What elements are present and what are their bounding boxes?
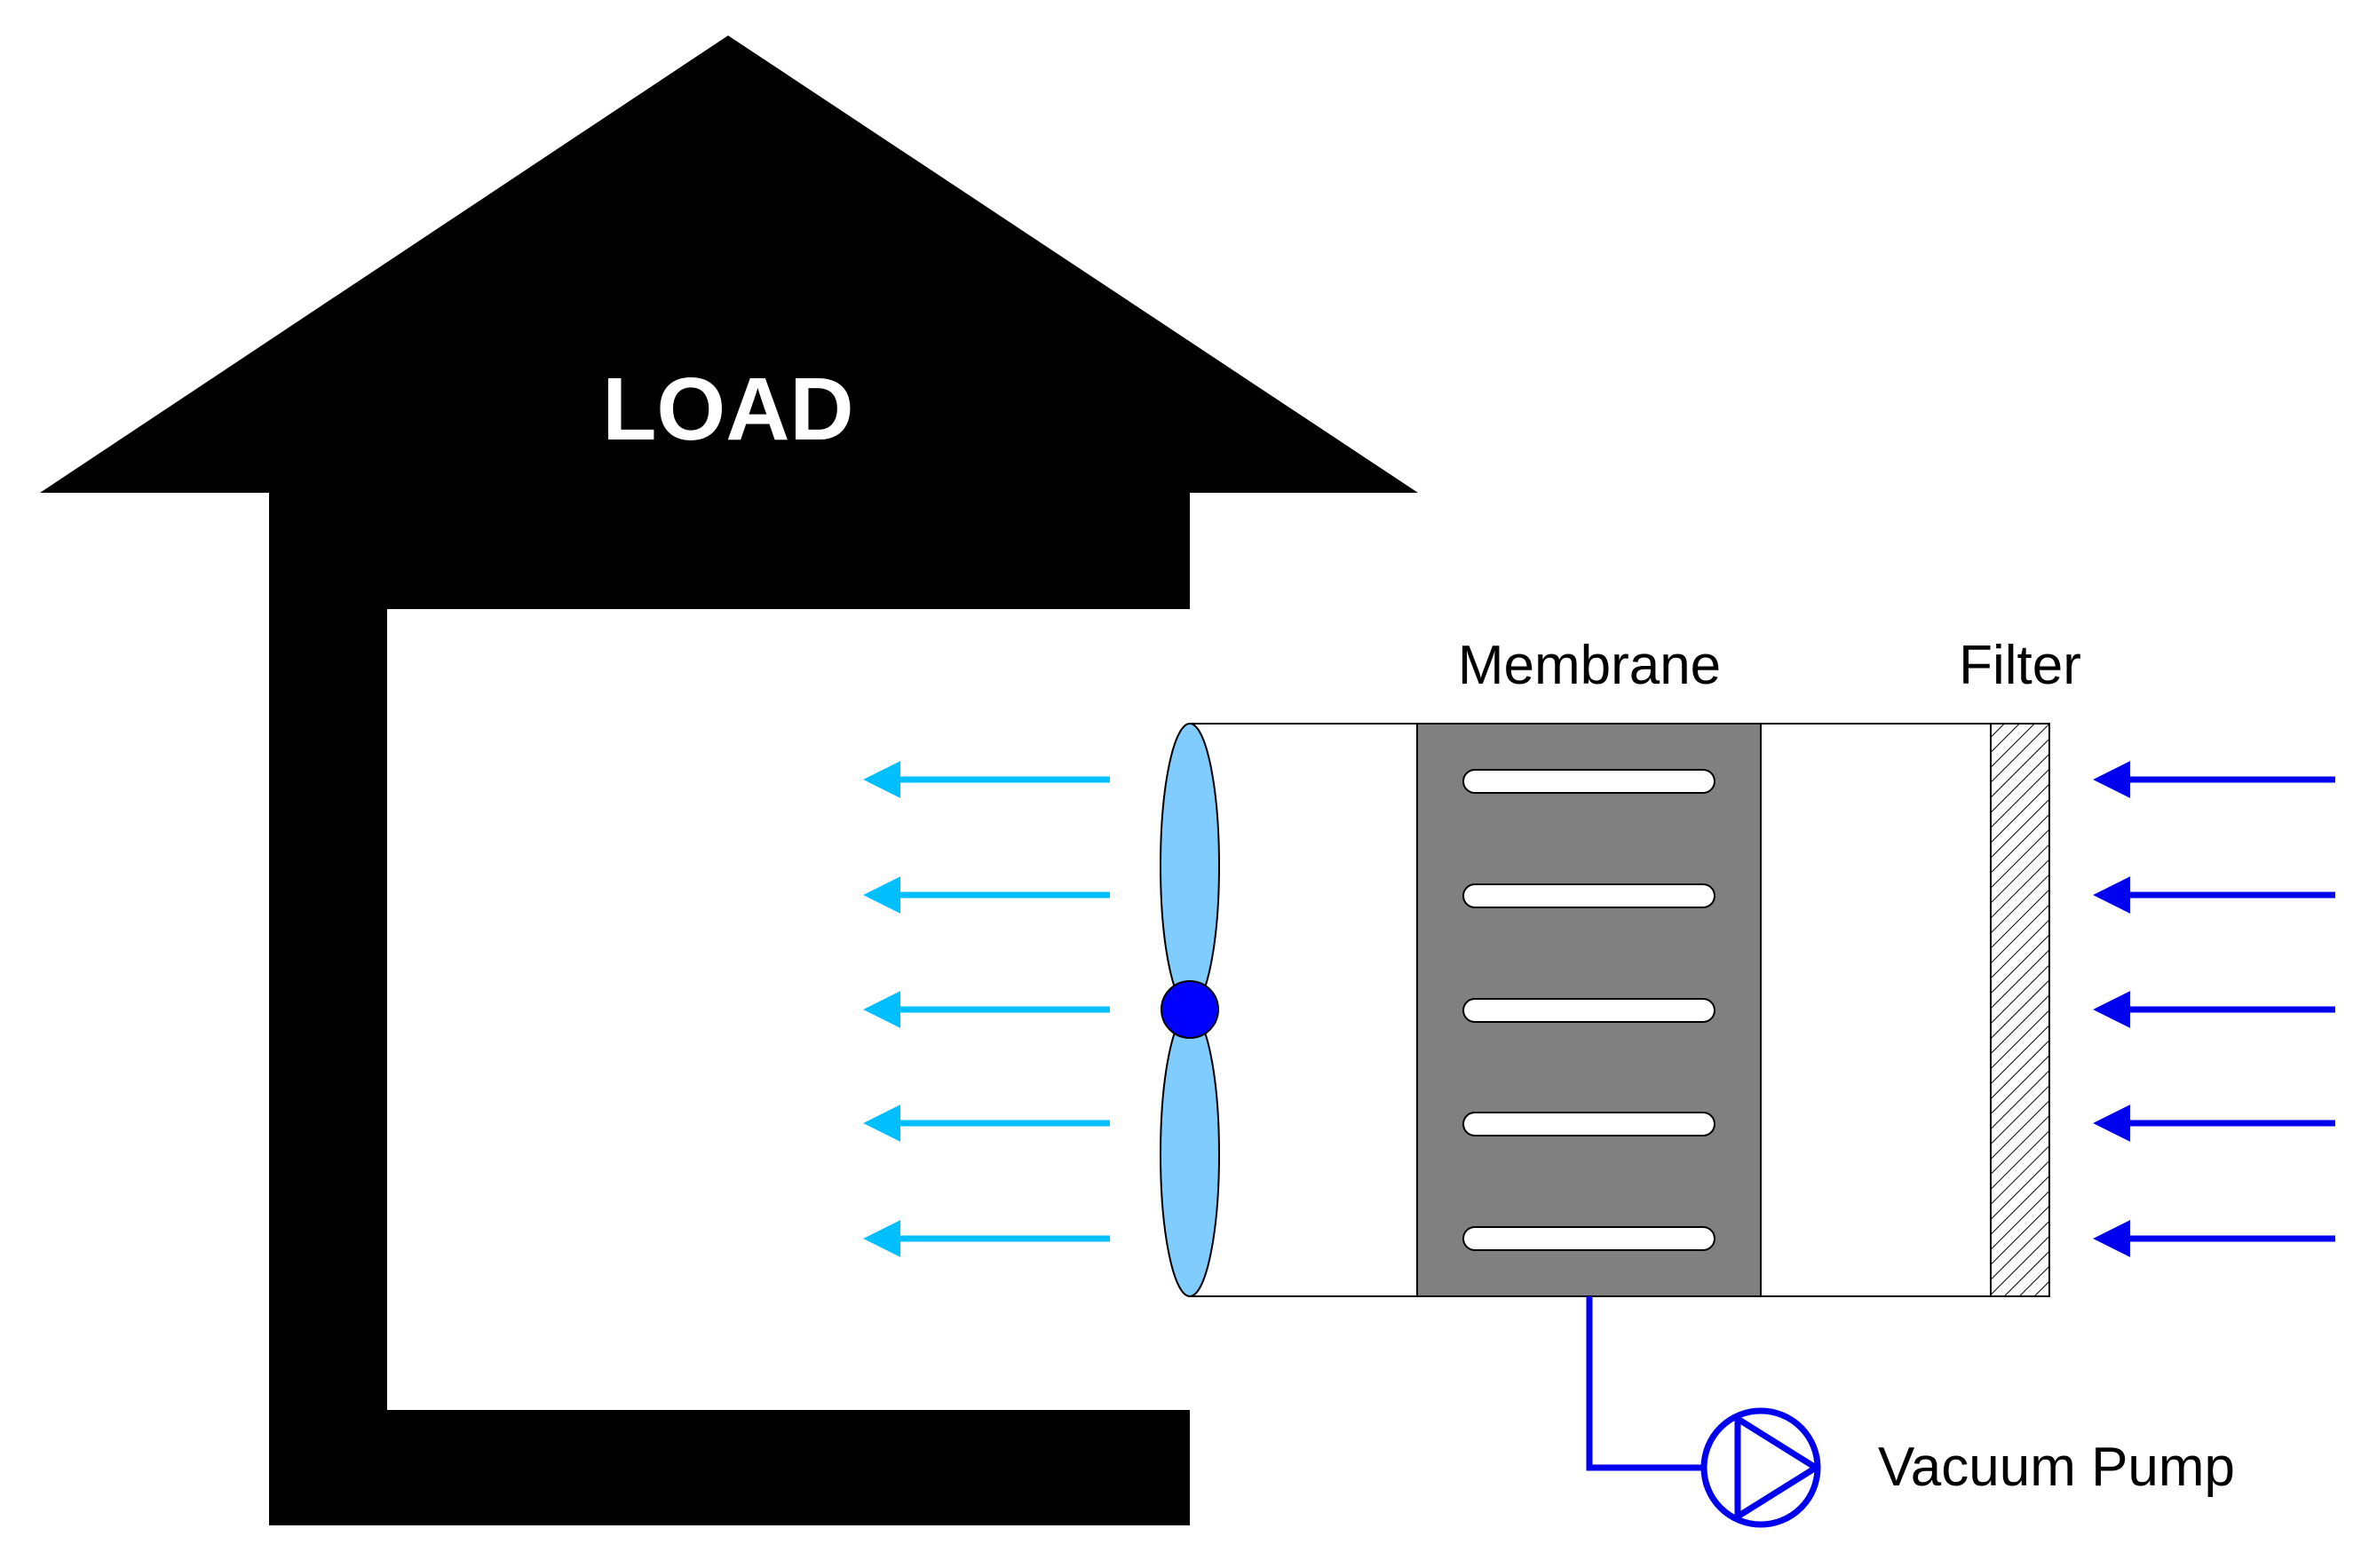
fan-blade-top <box>1160 723 1220 1009</box>
pump-triangle <box>1734 1415 1819 1520</box>
filter-label: Filter <box>1959 635 2081 696</box>
pump-icon <box>1700 1407 1821 1528</box>
membrane-slot <box>1462 883 1715 908</box>
membrane-slot <box>1462 1226 1715 1251</box>
load-label: LOAD <box>602 360 853 459</box>
fan-blade-bottom <box>1160 1011 1220 1297</box>
pump-circle <box>1700 1407 1821 1528</box>
load-house: LOAD <box>40 36 1418 1525</box>
vacuum-pump-label: Vacuum Pump <box>1878 1437 2235 1498</box>
membrane-slot <box>1462 769 1715 794</box>
outflow-arrows <box>863 761 1110 1257</box>
membrane-slot <box>1462 1112 1715 1136</box>
inflow-arrows <box>2093 761 2335 1257</box>
membrane-slots <box>1462 769 1715 1251</box>
filter-icon <box>1990 723 2050 1297</box>
pump-line <box>1586 1296 1703 1471</box>
membrane-label: Membrane <box>1458 635 1721 696</box>
fan-icon <box>1160 723 1220 1297</box>
membrane-slot <box>1462 998 1715 1023</box>
vacuum-pump-group: Vacuum Pump <box>1586 1296 2235 1528</box>
fan-hub <box>1161 980 1219 1039</box>
